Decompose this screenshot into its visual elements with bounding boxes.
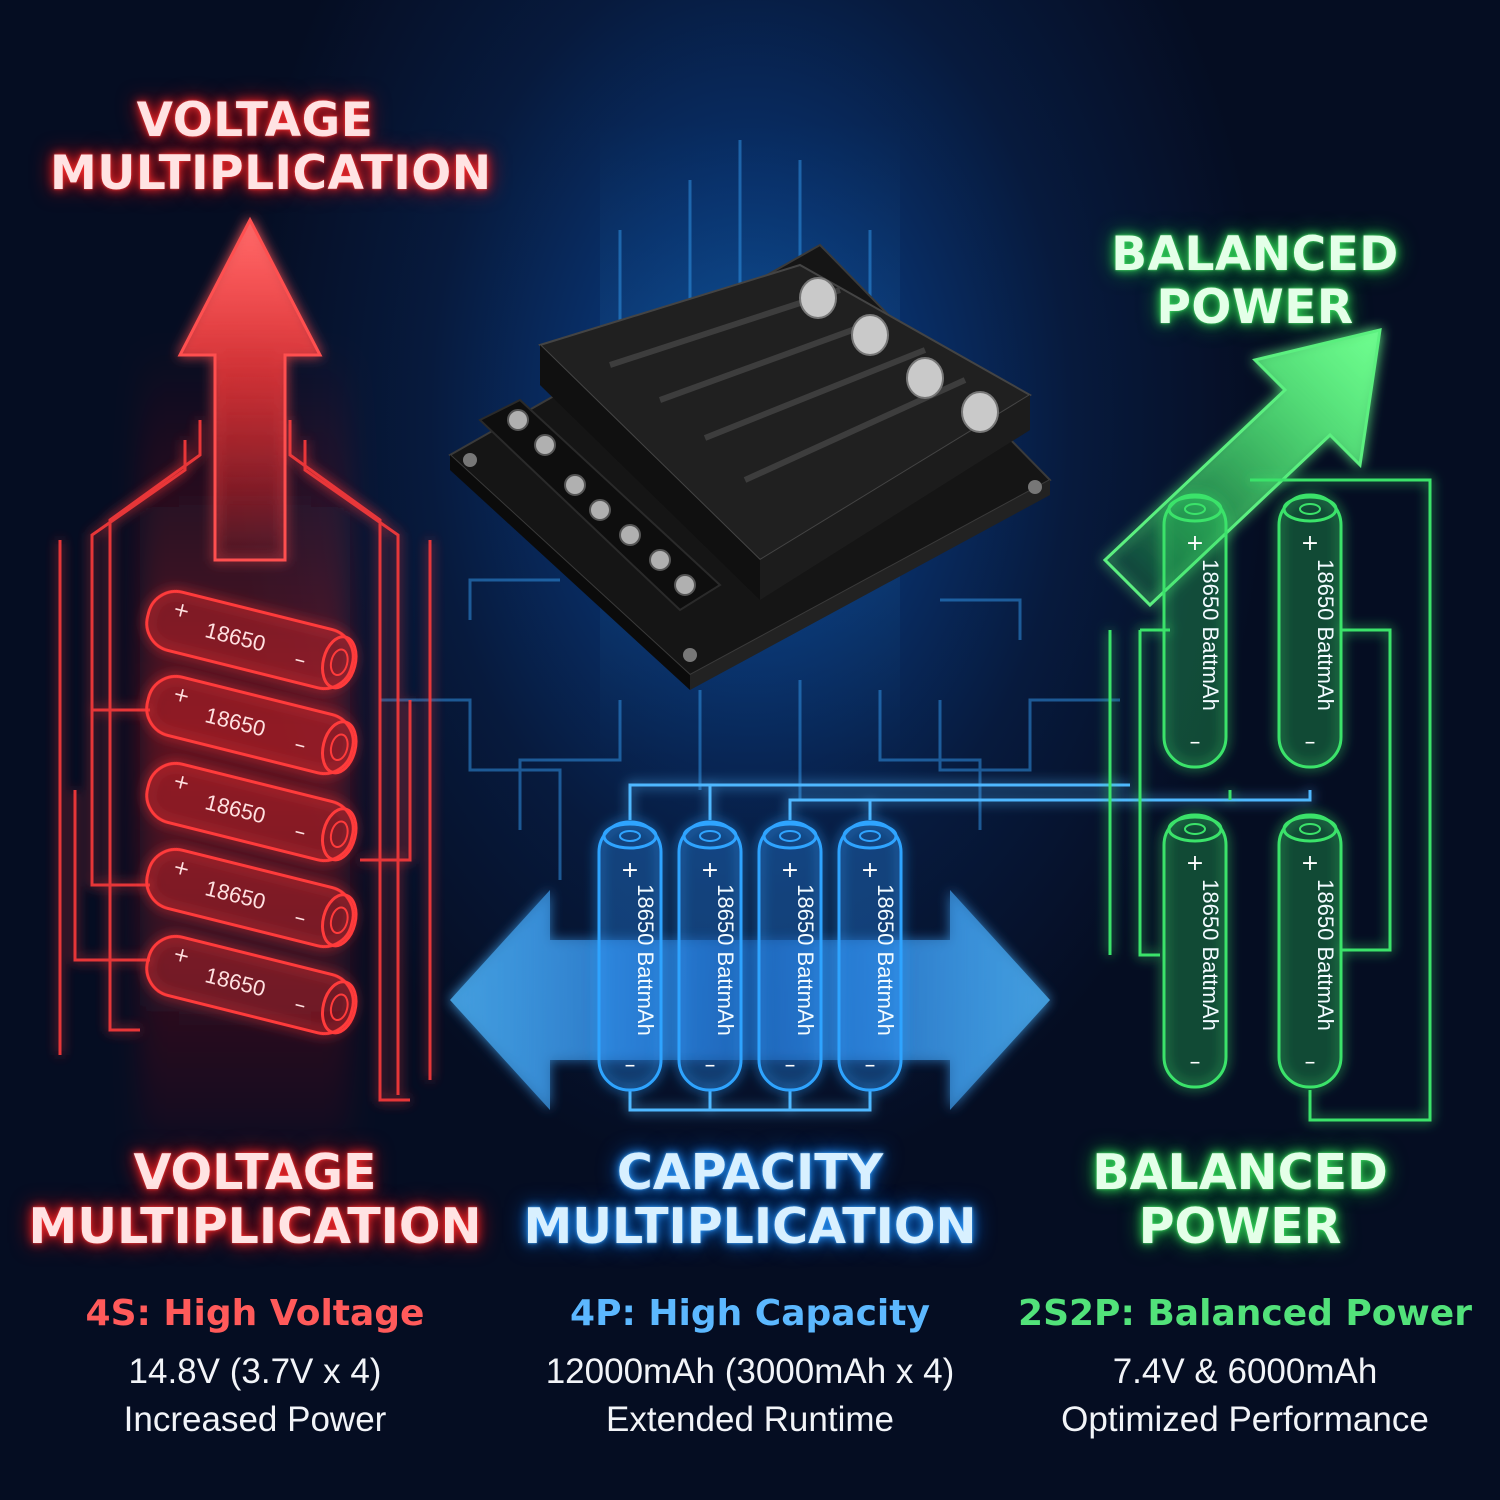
cell-minus: – <box>785 1053 796 1078</box>
cell-minus: – <box>1305 1050 1316 1075</box>
parallel-spec: 12000mAh (3000mAh x 4) <box>545 1352 955 1391</box>
series-top-title-line1: VOLTAGE <box>136 93 374 148</box>
series-wiring <box>58 420 432 1102</box>
red-cell: +18650– <box>145 934 358 1036</box>
cell-label: 18650 BattmAh <box>793 884 818 1036</box>
parallel-config: 4P: High Capacity <box>570 1293 930 1334</box>
series-title-line1: VOLTAGE <box>133 1144 377 1201</box>
red-cell-plus: + <box>171 596 193 623</box>
vertical-cell: +18650 BattmAh – <box>1162 813 1228 1089</box>
cell-minus: – <box>705 1053 716 1078</box>
balanced-cells: +18650 BattmAh–+18650 BattmAh–+18650 Bat… <box>1162 493 1343 1089</box>
red-cell: +18650– <box>145 761 358 863</box>
cell-plus: + <box>621 858 639 883</box>
parallel-description: 12000mAh (3000mAh x 4) Extended Runtime <box>500 1348 1000 1444</box>
cell-label: 18650 BattmAh <box>713 884 738 1036</box>
series-cells: +18650–+18650–+18650–+18650–+18650– <box>145 589 358 1036</box>
parallel-panel-art: +18650 BattmAh–+18650 BattmAh–+18650 Bat… <box>450 783 1312 1112</box>
parallel-benefit: Extended Runtime <box>606 1400 894 1439</box>
up-arrow-icon <box>177 216 323 562</box>
balanced-spec: 7.4V & 6000mAh <box>1112 1352 1378 1391</box>
balanced-title-line2: POWER <box>1138 1198 1342 1255</box>
balanced-title: BALANCED POWER <box>1030 1146 1450 1254</box>
balanced-config: 2S2P: Balanced Power <box>1018 1293 1472 1334</box>
cell-label: 18650 BattmAh <box>873 884 898 1036</box>
cell-minus: – <box>1190 1050 1201 1075</box>
cell-label: 18650 BattmAh <box>1313 879 1338 1031</box>
series-title: VOLTAGE MULTIPLICATION <box>20 1146 490 1254</box>
series-panel-art: +18650–+18650–+18650–+18650–+18650– <box>58 216 432 1140</box>
vertical-cell: +18650 BattmAh – <box>1162 493 1228 769</box>
balanced-top-title: BALANCED POWER <box>1100 228 1410 334</box>
balanced-description: 7.4V & 6000mAh Optimized Performance <box>1010 1348 1480 1444</box>
balanced-title-line1: BALANCED <box>1092 1144 1388 1201</box>
cell-plus: + <box>1301 531 1319 556</box>
red-cell: +18650– <box>145 674 358 776</box>
parallel-cells: +18650 BattmAh–+18650 BattmAh–+18650 Bat… <box>597 820 903 1092</box>
red-cell-plus: + <box>171 768 193 795</box>
cell-minus: – <box>865 1053 876 1078</box>
cell-minus: – <box>1305 730 1316 755</box>
series-benefit: Increased Power <box>123 1400 387 1439</box>
series-top-title: VOLTAGE MULTIPLICATION <box>50 93 492 201</box>
cell-plus: + <box>1186 851 1204 876</box>
vertical-cell: +18650 BattmAh – <box>1277 493 1343 769</box>
cell-plus: + <box>1186 531 1204 556</box>
parallel-title-line2: MULTIPLICATION <box>523 1198 977 1255</box>
parallel-title-line1: CAPACITY <box>616 1144 884 1201</box>
red-cell-plus: + <box>171 941 193 968</box>
vertical-cell: +18650 BattmAh – <box>597 820 663 1092</box>
battery-holder-icon <box>448 243 1052 690</box>
series-title-line2: MULTIPLICATION <box>28 1198 482 1255</box>
parallel-title: CAPACITY MULTIPLICATION <box>520 1146 980 1254</box>
vertical-cell: +18650 BattmAh – <box>837 820 903 1092</box>
balanced-benefit: Optimized Performance <box>1061 1400 1429 1439</box>
series-spec: 14.8V (3.7V x 4) <box>128 1352 382 1391</box>
red-cell-plus: + <box>171 854 193 881</box>
vertical-cell: +18650 BattmAh – <box>1277 813 1343 1089</box>
cell-minus: – <box>625 1053 636 1078</box>
cell-plus: + <box>1301 851 1319 876</box>
red-cell-plus: + <box>171 681 193 708</box>
cell-plus: + <box>701 858 719 883</box>
series-description: 14.8V (3.7V x 4) Increased Power <box>20 1348 490 1444</box>
red-cell: +18650– <box>145 589 358 691</box>
parallel-wiring <box>628 783 1312 1112</box>
series-top-title-line2: MULTIPLICATION <box>50 146 492 201</box>
cell-plus: + <box>861 858 879 883</box>
vertical-cell: +18650 BattmAh – <box>677 820 743 1092</box>
red-cell: +18650– <box>145 847 358 949</box>
balanced-panel-art: +18650 BattmAh–+18650 BattmAh–+18650 Bat… <box>1102 328 1432 1122</box>
balanced-top-title-line1: BALANCED <box>1111 227 1399 282</box>
balanced-top-title-line2: POWER <box>1156 280 1354 335</box>
double-arrow-icon <box>450 890 1050 1110</box>
cell-plus: + <box>781 858 799 883</box>
cell-label: 18650 BattmAh <box>1198 879 1223 1031</box>
vertical-cell: +18650 BattmAh – <box>757 820 823 1092</box>
series-config: 4S: High Voltage <box>85 1293 425 1334</box>
balanced-wiring <box>1108 478 1432 1122</box>
cell-label: 18650 BattmAh <box>1313 559 1338 711</box>
cell-label: 18650 BattmAh <box>633 884 658 1036</box>
cell-minus: – <box>1190 730 1201 755</box>
cell-label: 18650 BattmAh <box>1198 559 1223 711</box>
